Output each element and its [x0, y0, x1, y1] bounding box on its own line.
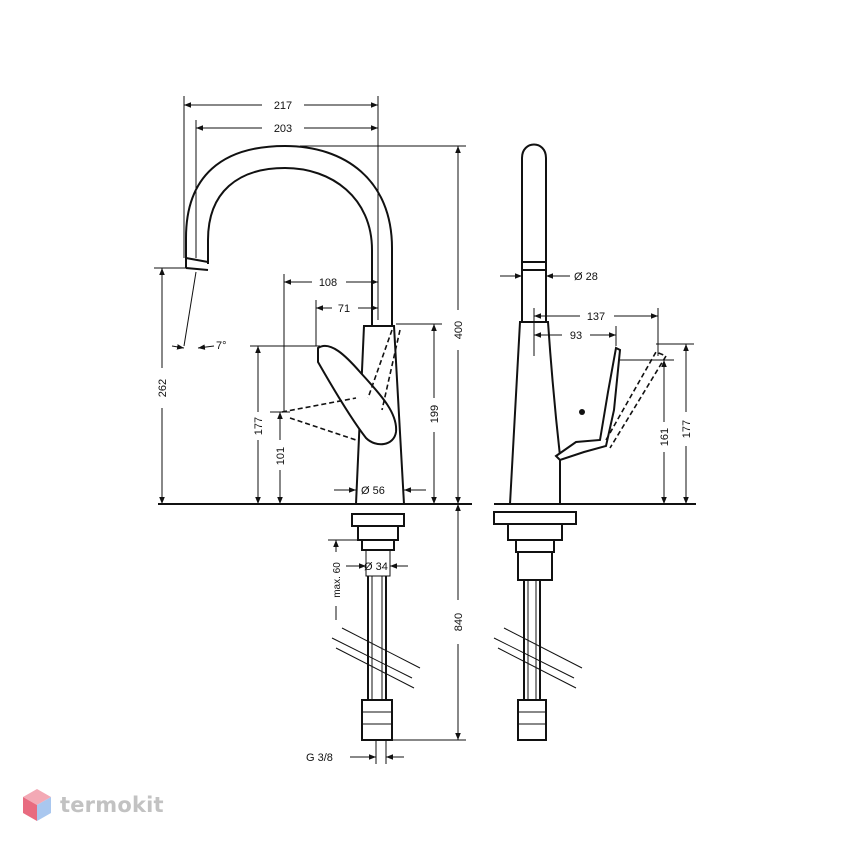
mount-plate: [351, 513, 405, 527]
shank: [365, 549, 391, 577]
dim-400: 400: [453, 321, 465, 339]
cube-logo-icon: [23, 789, 51, 821]
dim-177-right: 177: [681, 420, 693, 438]
side-shank: [517, 551, 553, 581]
spout-outline: [185, 144, 393, 326]
spout-outlet-line: [185, 257, 209, 263]
side-break-line: [493, 637, 575, 679]
dim-28: Ø 28: [574, 271, 598, 283]
dim-max60: max. 60: [332, 562, 343, 598]
dim-7deg: 7°: [216, 340, 227, 352]
logo-text: termokit: [60, 793, 164, 817]
side-hose-connector: [517, 699, 547, 741]
lever-handle: [317, 345, 398, 446]
dim-203: 203: [274, 123, 292, 135]
spout-outlet: [185, 267, 209, 271]
termokit-logo: termokit: [22, 788, 164, 822]
side-view: Ø 28 137 93 161 177: [493, 143, 696, 741]
hose-connector: [361, 699, 393, 741]
dim-161: 161: [659, 428, 671, 446]
dim-56: Ø 56: [361, 485, 385, 497]
dim-199: 199: [429, 405, 441, 423]
side-mount-plate: [493, 511, 577, 525]
dim-101: 101: [275, 447, 287, 465]
side-lever: [554, 346, 622, 462]
front-view: 217 203 108 71 7° 262 177: [154, 96, 472, 764]
dim-137: 137: [587, 311, 605, 323]
side-body: [508, 321, 561, 505]
dim-34: Ø 34: [364, 561, 388, 573]
lever-swing-position: [367, 329, 401, 411]
mount-nut: [357, 525, 399, 541]
dim-840: 840: [453, 613, 465, 631]
side-lever-dashed: [605, 350, 668, 449]
break-line-1: [331, 637, 413, 679]
lever-open-position: [281, 397, 357, 441]
dim-262: 262: [157, 379, 169, 397]
thread-section: [361, 539, 395, 551]
side-mount-nut: [507, 523, 563, 541]
dim-217: 217: [274, 100, 292, 112]
dim-71: 71: [338, 303, 350, 315]
dim-93: 93: [570, 330, 582, 342]
dim-g38: G 3/8: [306, 752, 333, 764]
side-spout: [521, 143, 547, 322]
dim-108: 108: [319, 277, 337, 289]
dim-177-left: 177: [253, 417, 265, 435]
